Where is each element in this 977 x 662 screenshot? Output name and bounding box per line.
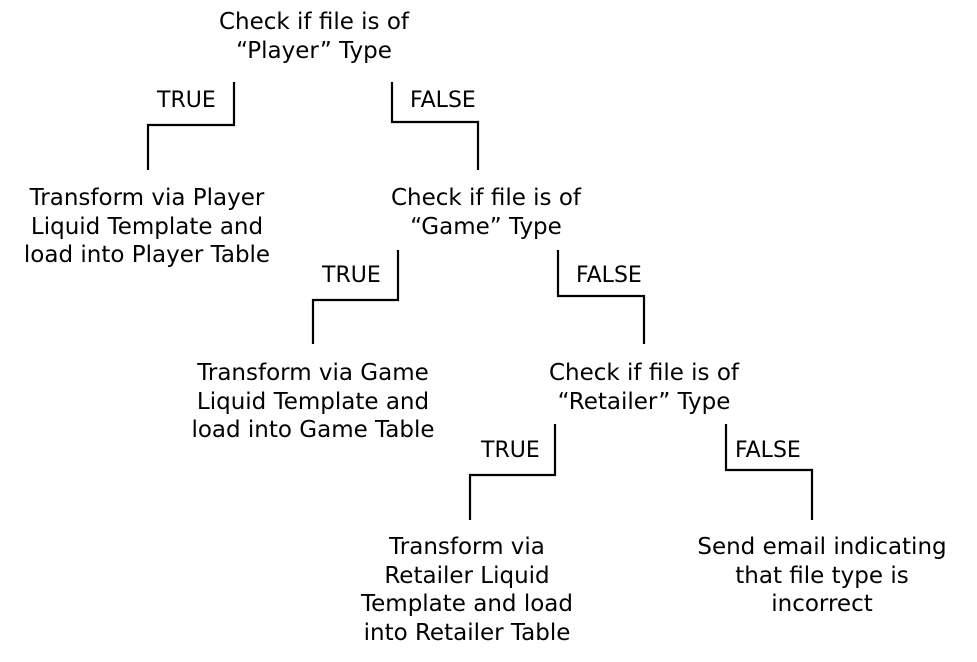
node-text-line: Liquid Template and: [196, 388, 430, 415]
node-text-line: load into Game Table: [191, 417, 435, 443]
connector-game-true: [311, 250, 400, 344]
connector-player-false: [390, 82, 480, 170]
action-node-player: Transform via Player Liquid Template and…: [8, 184, 286, 270]
connector-retailer-true: [468, 424, 557, 520]
decision-node-game: Check if file is of “Game” Type: [371, 184, 601, 241]
connector-game-false: [556, 250, 646, 344]
action-node-retailer: Transform via Retailer Liquid Template a…: [345, 533, 589, 647]
node-text-line: “Game” Type: [410, 213, 562, 240]
node-text-line: Transform via: [389, 534, 545, 560]
node-text-line: Send email indicating: [697, 534, 947, 560]
node-text-line: load into Player Table: [23, 242, 271, 268]
connector-retailer-false: [724, 424, 814, 520]
action-node-game: Transform via Game Liquid Template and l…: [174, 359, 452, 445]
node-text-line: Transform via Player: [29, 185, 265, 211]
edge-label-game-true: TRUE: [322, 263, 381, 288]
node-text-line: Check if file is of: [218, 9, 410, 35]
action-node-send-email: Send email indicating that file type is …: [676, 533, 968, 619]
node-text-line: into Retailer Table: [363, 619, 571, 646]
node-text-line: “Player” Type: [236, 37, 392, 64]
edge-label-retailer-true: TRUE: [481, 438, 540, 463]
edge-label-retailer-false: FALSE: [735, 438, 801, 463]
decision-node-player: Check if file is of “Player” Type: [200, 8, 428, 65]
node-text-line: Transform via Game: [197, 360, 429, 386]
node-text-line: Retailer Liquid: [384, 562, 550, 589]
connector-player-true: [146, 82, 236, 170]
edge-label-player-false: FALSE: [410, 88, 476, 113]
node-text-line: Check if file is of: [390, 185, 582, 211]
decision-node-retailer: Check if file is of “Retailer” Type: [529, 359, 759, 416]
node-text-line: Liquid Template and: [30, 213, 264, 240]
node-text-line: incorrect: [771, 591, 873, 617]
node-text-line: “Retailer” Type: [557, 388, 731, 415]
node-text-line: that file type is: [735, 562, 909, 589]
node-text-line: Check if file is of: [548, 360, 740, 386]
edge-label-player-true: TRUE: [157, 88, 216, 113]
node-text-line: Template and load: [361, 591, 573, 617]
edge-label-game-false: FALSE: [576, 263, 642, 288]
